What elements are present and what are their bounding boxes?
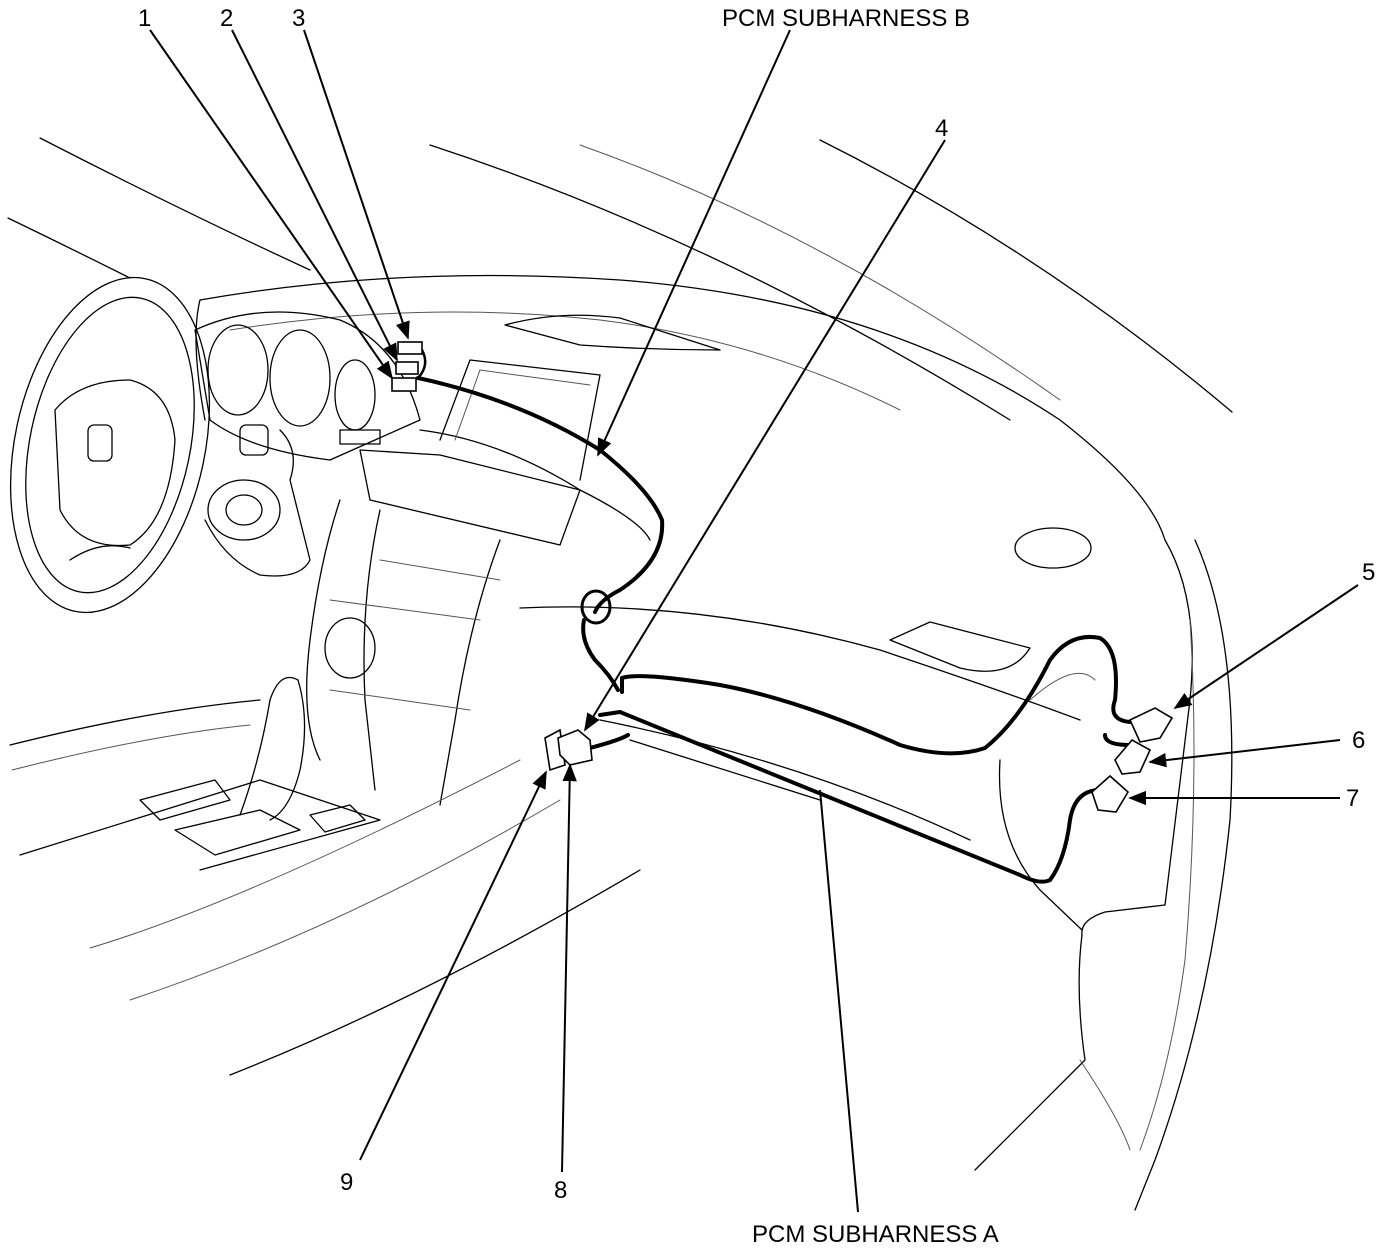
label-pcm-subharness-a: PCM SUBHARNESS A — [752, 1221, 999, 1248]
leader-lines — [149, 29, 1359, 1213]
connector-5 — [1128, 707, 1174, 743]
pcm-connectors — [544, 728, 593, 772]
label-2: 2 — [220, 5, 233, 32]
label-6: 6 — [1352, 727, 1365, 754]
label-pcm-subharness-b: PCM SUBHARNESS B — [722, 5, 970, 32]
pcm-subharness-a — [588, 635, 1132, 884]
steering-wheel — [9, 276, 211, 614]
connector-8 — [557, 729, 593, 766]
connector-2 — [395, 361, 419, 375]
label-4: 4 — [935, 115, 948, 142]
label-7: 7 — [1346, 785, 1359, 812]
connector-7 — [1091, 774, 1130, 813]
label-5: 5 — [1362, 559, 1375, 586]
center-console — [9, 676, 641, 1076]
connector-3 — [397, 341, 423, 355]
connector-1 — [391, 377, 417, 392]
label-9: 9 — [340, 1169, 353, 1196]
pcm-subharness-b — [416, 376, 665, 692]
connector-6 — [1114, 738, 1152, 775]
windshield-lines — [7, 137, 1233, 421]
dashboard-outline — [195, 274, 1193, 936]
label-8: 8 — [554, 1177, 567, 1204]
door-edge — [974, 539, 1233, 1211]
label-1: 1 — [138, 5, 151, 32]
center-stack — [306, 359, 651, 806]
right-connectors — [1091, 707, 1174, 813]
instrument-cluster — [194, 311, 421, 461]
steering-column-area — [204, 424, 311, 577]
label-3: 3 — [292, 5, 305, 32]
upper-connectors — [391, 341, 427, 392]
